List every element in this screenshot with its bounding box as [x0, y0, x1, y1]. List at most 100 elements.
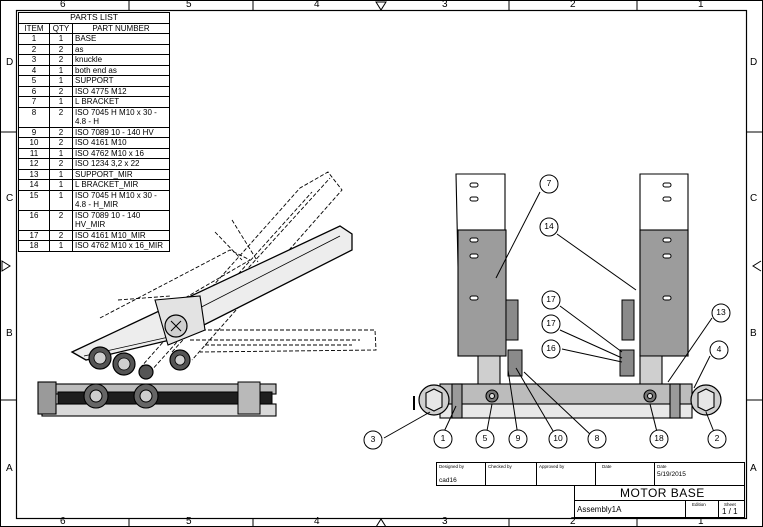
drawing-title: MOTOR BASE [620, 486, 705, 500]
part-number-cell: ISO 4762 M10 x 16 [72, 147, 170, 159]
item-cell: 14 [18, 179, 50, 191]
inner-border [15, 9, 748, 520]
date2-label: Date [657, 464, 667, 469]
qty-cell: 2 [49, 158, 73, 170]
balloon-label: 8 [594, 433, 600, 443]
title-block: Designed by cad16 Checked by Approved by… [436, 462, 745, 518]
zone-right: C [750, 193, 758, 204]
item-cell: 15 [18, 189, 50, 211]
qty-cell: 1 [49, 168, 73, 180]
part-number-cell: knuckle [72, 54, 170, 66]
qty-cell: 1 [49, 33, 73, 45]
drawing-subtitle: Assembly1A [577, 505, 622, 514]
qty-cell: 2 [49, 229, 73, 241]
balloon-label: 10 [553, 433, 563, 443]
zone-top: 3 [442, 0, 448, 10]
column-header: PART NUMBER [72, 22, 170, 34]
sheet-cell: Sheet 1 / 1 [718, 500, 745, 518]
designed-by-value: cad16 [439, 477, 457, 484]
qty-cell: 1 [49, 75, 73, 87]
qty-cell: 2 [49, 209, 73, 231]
item-cell: 5 [18, 75, 50, 87]
qty-cell: 1 [49, 179, 73, 191]
designed-by-cell: Designed by cad16 [436, 462, 486, 486]
balloon-label: 2 [714, 433, 720, 443]
approved-by-label: Approved by [539, 464, 565, 469]
part-number-cell: ISO 7045 H M10 x 30 - 4.8 - H [72, 106, 170, 128]
side-view [37, 171, 377, 417]
zone-left: B [6, 328, 13, 339]
balloon-label: 17 [546, 318, 556, 328]
zone-right: B [750, 328, 757, 339]
qty-cell: 2 [49, 137, 73, 149]
item-cell: 12 [18, 158, 50, 170]
zone-top: 6 [60, 0, 66, 10]
front-view [413, 173, 722, 419]
zone-top: 5 [186, 0, 192, 10]
item-cell: 10 [18, 137, 50, 149]
part-number-cell: L BRACKET [72, 96, 170, 108]
part-number-cell: ISO 7089 10 - 140 HV_MIR [72, 209, 170, 231]
item-cell: 16 [18, 209, 50, 231]
part-number-cell: ISO 4762 M10 x 16_MIR [72, 240, 170, 252]
column-header: QTY [49, 22, 73, 34]
part-number-cell: SUPPORT [72, 75, 170, 87]
zone-bottom: 2 [570, 516, 576, 527]
balloon-label: 13 [716, 307, 726, 317]
balloon-label: 9 [515, 433, 521, 443]
balloon-label: 14 [544, 221, 554, 231]
edition-label: Edition [692, 502, 706, 507]
parts-list-title: PARTS LIST [18, 12, 170, 24]
zone-bottom: 4 [314, 516, 320, 527]
zone-bottom: 1 [698, 516, 704, 527]
hidden-lines [99, 171, 377, 373]
part-number-cell: ISO 4161 M10_MIR [72, 229, 170, 241]
zone-top: 2 [570, 0, 576, 10]
bracket-right-fill [639, 229, 689, 357]
zone-bottom: 6 [60, 516, 66, 527]
date2-cell: Date 5/19/2015 [654, 462, 745, 486]
item-cell: 2 [18, 43, 50, 55]
part-number-cell: L BRACKET_MIR [72, 179, 170, 191]
item-cell: 9 [18, 126, 50, 138]
part-number-cell: ISO 4775 M12 [72, 85, 170, 97]
designed-by-label: Designed by [439, 464, 465, 469]
balloon-label: 18 [654, 433, 664, 443]
qty-cell: 2 [49, 126, 73, 138]
zone-top: 1 [698, 0, 704, 10]
part-number-cell: ISO 1234 3,2 x 22 [72, 158, 170, 170]
part-number-cell: BASE [72, 33, 170, 45]
date-label: Date [602, 464, 612, 469]
zone-right: D [750, 57, 758, 68]
qty-cell: 1 [49, 64, 73, 76]
item-cell: 17 [18, 229, 50, 241]
qty-cell: 2 [49, 85, 73, 97]
balloon-label: 16 [546, 343, 556, 353]
balloon-label: 7 [546, 178, 552, 188]
title-cell: MOTOR BASE [574, 485, 745, 501]
qty-cell: 1 [49, 96, 73, 108]
balloon-label: 17 [546, 294, 556, 304]
approved-by-cell: Approved by [536, 462, 596, 486]
item-cell: 11 [18, 147, 50, 159]
checked-by-cell: Checked by [485, 462, 537, 486]
edition-cell: Edition [685, 500, 719, 518]
zone-right: A [750, 463, 757, 474]
qty-cell: 2 [49, 43, 73, 55]
bracket-left-fill [457, 229, 507, 357]
item-cell: 6 [18, 85, 50, 97]
